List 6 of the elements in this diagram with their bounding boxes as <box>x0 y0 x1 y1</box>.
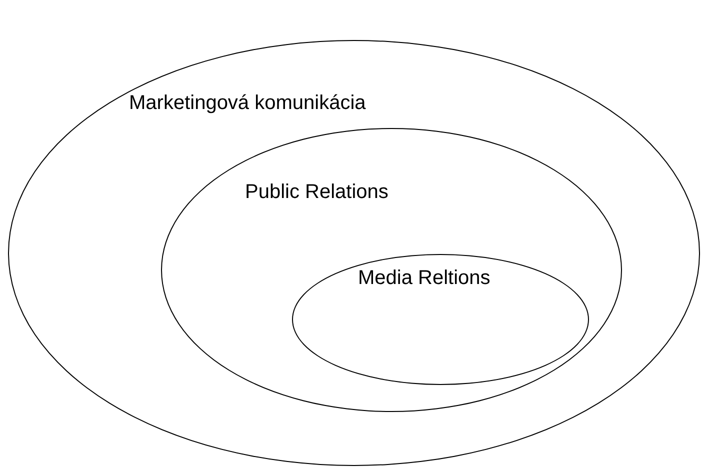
ellipse-label: Media Reltions <box>358 266 490 290</box>
ellipse-label: Public Relations <box>245 180 388 204</box>
ellipse <box>161 128 622 412</box>
ellipse <box>292 254 589 385</box>
ellipse <box>8 40 700 466</box>
ellipse-label: Marketingová komunikácia <box>129 91 366 115</box>
